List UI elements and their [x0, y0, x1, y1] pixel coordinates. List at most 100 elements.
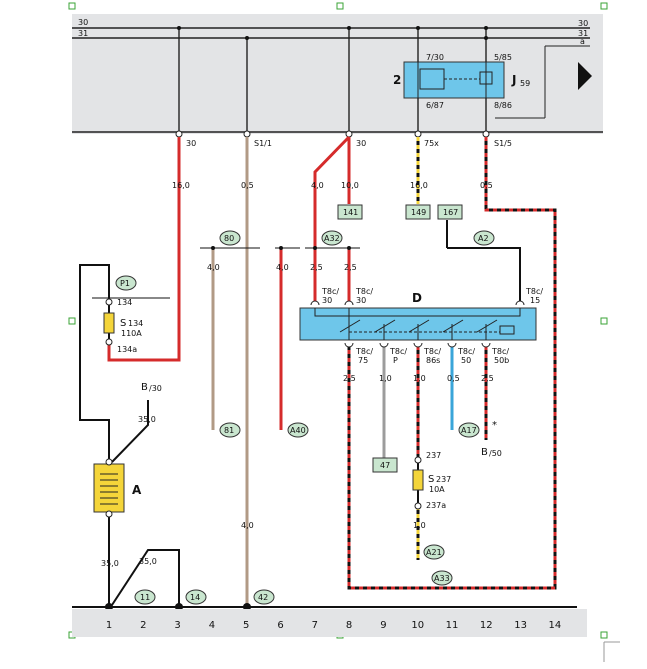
svg-text:T8c/: T8c/: [491, 347, 509, 356]
relay-pin-8-86: 8/86: [494, 101, 512, 110]
svg-text:S: S: [120, 318, 126, 329]
svg-text:47: 47: [380, 461, 390, 470]
module-label: D: [412, 291, 422, 305]
top-bus-panel: [72, 14, 603, 134]
column-number: 3: [174, 620, 180, 631]
svg-text:2,5: 2,5: [310, 263, 323, 272]
ref-149[interactable]: [405, 204, 431, 220]
drop-30-b: 30: [356, 139, 366, 148]
continuation-arrow-icon: [578, 62, 592, 90]
svg-text:237a: 237a: [426, 501, 446, 510]
drop-s1-1: S1/1: [254, 139, 272, 148]
rail-a-label: a: [580, 37, 585, 46]
svg-text:T8c/: T8c/: [389, 347, 407, 356]
column-number: 2: [140, 620, 146, 631]
column-number: 5: [243, 620, 249, 631]
svg-text:T8c/: T8c/: [355, 287, 373, 296]
rail-31-label-left: 31: [78, 29, 88, 38]
svg-text:1,0: 1,0: [413, 374, 426, 383]
svg-text:4,0: 4,0: [276, 263, 289, 272]
conn-14[interactable]: [185, 589, 207, 605]
svg-text:T8c/: T8c/: [457, 347, 475, 356]
svg-text:30: 30: [322, 296, 332, 305]
module-d[interactable]: [299, 307, 537, 341]
column-number: 4: [209, 620, 215, 631]
svg-text:0,5: 0,5: [480, 181, 493, 190]
relay-name-sub: 59: [520, 79, 530, 88]
svg-text:A33: A33: [434, 574, 450, 583]
svg-text:16,0: 16,0: [410, 181, 428, 190]
relay-pin-7-30: 7/30: [426, 53, 444, 62]
svg-text:P: P: [393, 356, 398, 365]
svg-text:/50: /50: [489, 449, 502, 458]
svg-text:10A: 10A: [429, 485, 445, 494]
svg-text:134: 134: [117, 298, 132, 307]
conn-a21[interactable]: [423, 544, 445, 560]
wire-gauges: 16,0 0,5 4,0 10,0 16,0 0,5 4,0 4,0 2,5 2…: [101, 181, 494, 568]
fuse-s134[interactable]: [103, 290, 115, 346]
conn-11[interactable]: [134, 589, 156, 605]
column-number: 6: [277, 620, 283, 631]
svg-text:P1: P1: [120, 279, 130, 288]
battery[interactable]: [93, 458, 125, 518]
column-strip: [72, 609, 587, 637]
conn-80[interactable]: [219, 230, 241, 246]
svg-text:16,0: 16,0: [172, 181, 190, 190]
svg-text:T8c/: T8c/: [321, 287, 339, 296]
svg-text:A2: A2: [478, 234, 489, 243]
conn-81[interactable]: [219, 422, 241, 438]
svg-text:1,0: 1,0: [379, 374, 392, 383]
column-number: 8: [346, 620, 352, 631]
svg-text:134: 134: [128, 319, 143, 328]
drop-75x: 75x: [424, 139, 439, 148]
svg-text:4,0: 4,0: [207, 263, 220, 272]
svg-text:15: 15: [530, 296, 540, 305]
conn-a2[interactable]: [473, 230, 495, 246]
svg-text:50: 50: [461, 356, 471, 365]
svg-text:35,0: 35,0: [101, 559, 119, 568]
svg-text:2,5: 2,5: [481, 374, 494, 383]
svg-text:35,0: 35,0: [138, 415, 156, 424]
svg-text:4,0: 4,0: [241, 521, 254, 530]
svg-text:A21: A21: [426, 548, 442, 557]
column-number: 10: [411, 620, 424, 631]
rail-30-label-left: 30: [78, 18, 88, 27]
drop-s1-5: S1/5: [494, 139, 512, 148]
svg-text:A17: A17: [461, 426, 477, 435]
conn-p1[interactable]: [115, 275, 137, 291]
svg-text:134a: 134a: [117, 345, 137, 354]
module-pins: T8c/30 T8c/30 T8c/15 T8c/75 T8c/P T8c/86…: [321, 287, 543, 365]
conn-a17[interactable]: [458, 422, 480, 438]
svg-text:149: 149: [411, 208, 426, 217]
svg-text:110A: 110A: [121, 329, 142, 338]
conn-a32[interactable]: [321, 230, 343, 246]
svg-text:T8c/: T8c/: [355, 347, 373, 356]
relay-name: J: [511, 73, 516, 87]
ref-141[interactable]: [337, 204, 363, 220]
conn-a33[interactable]: [431, 570, 453, 586]
svg-text:42: 42: [258, 593, 268, 602]
rail-31-label-right: 31: [578, 29, 588, 38]
svg-text:4,0: 4,0: [311, 181, 324, 190]
ref-167[interactable]: [437, 204, 463, 220]
column-number: 7: [312, 620, 318, 631]
conn-a40[interactable]: [287, 422, 309, 438]
column-number: 13: [514, 620, 527, 631]
svg-text:141: 141: [343, 208, 358, 217]
svg-text:B: B: [141, 382, 148, 393]
svg-text:S: S: [428, 474, 434, 485]
svg-text:*: *: [492, 420, 497, 431]
rail-30-label-right: 30: [578, 19, 588, 28]
svg-text:14: 14: [190, 593, 200, 602]
relay-pin-6-87: 6/87: [426, 101, 444, 110]
svg-text:75: 75: [358, 356, 368, 365]
ref-47[interactable]: [372, 457, 398, 473]
fuse-s237[interactable]: [412, 456, 424, 510]
relay-ref: 2: [393, 73, 401, 87]
relay-j59[interactable]: [403, 61, 505, 99]
svg-text:167: 167: [443, 208, 458, 217]
conn-42[interactable]: [253, 589, 275, 605]
svg-text:1,0: 1,0: [413, 521, 426, 530]
